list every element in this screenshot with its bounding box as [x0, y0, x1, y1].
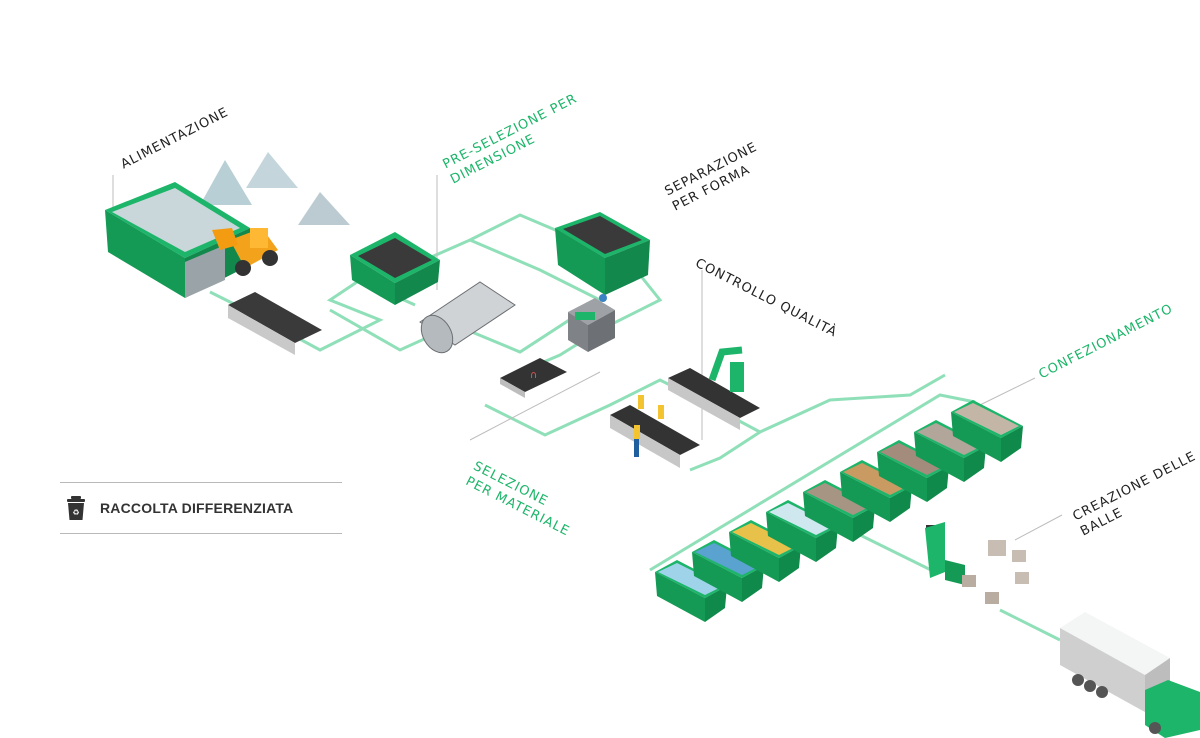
screen-bin-2 [555, 212, 650, 295]
material-bin-cartone [840, 460, 912, 522]
material-bin-misto-giallo [729, 520, 801, 582]
svg-text:♻: ♻ [72, 508, 79, 517]
pipe-qc-out [759, 373, 946, 434]
magnet-conveyor: ∩ [500, 358, 567, 398]
workers [634, 395, 664, 457]
leader-confezionamento [979, 377, 1036, 406]
waste-pile [200, 160, 252, 205]
truck [1060, 612, 1200, 738]
baler [925, 522, 1029, 604]
leader-lines [112, 175, 1063, 541]
sorting-conveyor-2 [668, 368, 760, 430]
legend-label: RACCOLTA DIFFERENZIATA [100, 500, 294, 516]
waste-pile [246, 152, 298, 188]
feed-conveyor [228, 292, 322, 355]
material-bin-misto-chiaro [951, 400, 1023, 462]
material-bin-plastica-blu [692, 540, 764, 602]
robot-arm [708, 346, 744, 392]
leader-selezione [469, 371, 601, 441]
material-bin-misto-grigio [914, 420, 986, 482]
pipe-preselect-loop [329, 238, 604, 354]
sorting-conveyor-1 [610, 405, 700, 468]
trommel-screen [419, 281, 516, 354]
pipe-to-baler [849, 528, 936, 574]
waste-pile [298, 192, 350, 225]
material-bin-metallo [803, 480, 875, 542]
pipe-bin-manifold [649, 393, 976, 572]
material-bin-vetro-chiaro [766, 500, 838, 562]
optical-sorter [568, 294, 615, 352]
material-bins [655, 400, 1023, 622]
recycle-bin-icon: ♻ [67, 496, 85, 520]
leader-creazione [1014, 514, 1063, 541]
svg-text:∩: ∩ [530, 370, 537, 381]
waste-piles [200, 152, 350, 225]
material-bin-misto-marrone [877, 440, 949, 502]
legend: ♻ RACCOLTA DIFFERENZIATA [60, 482, 342, 534]
screen-bin-1 [350, 232, 440, 305]
wheel-loader [212, 228, 278, 276]
material-bin-plastica-azzurra [655, 560, 727, 622]
pipe-to-truck [999, 608, 1061, 642]
